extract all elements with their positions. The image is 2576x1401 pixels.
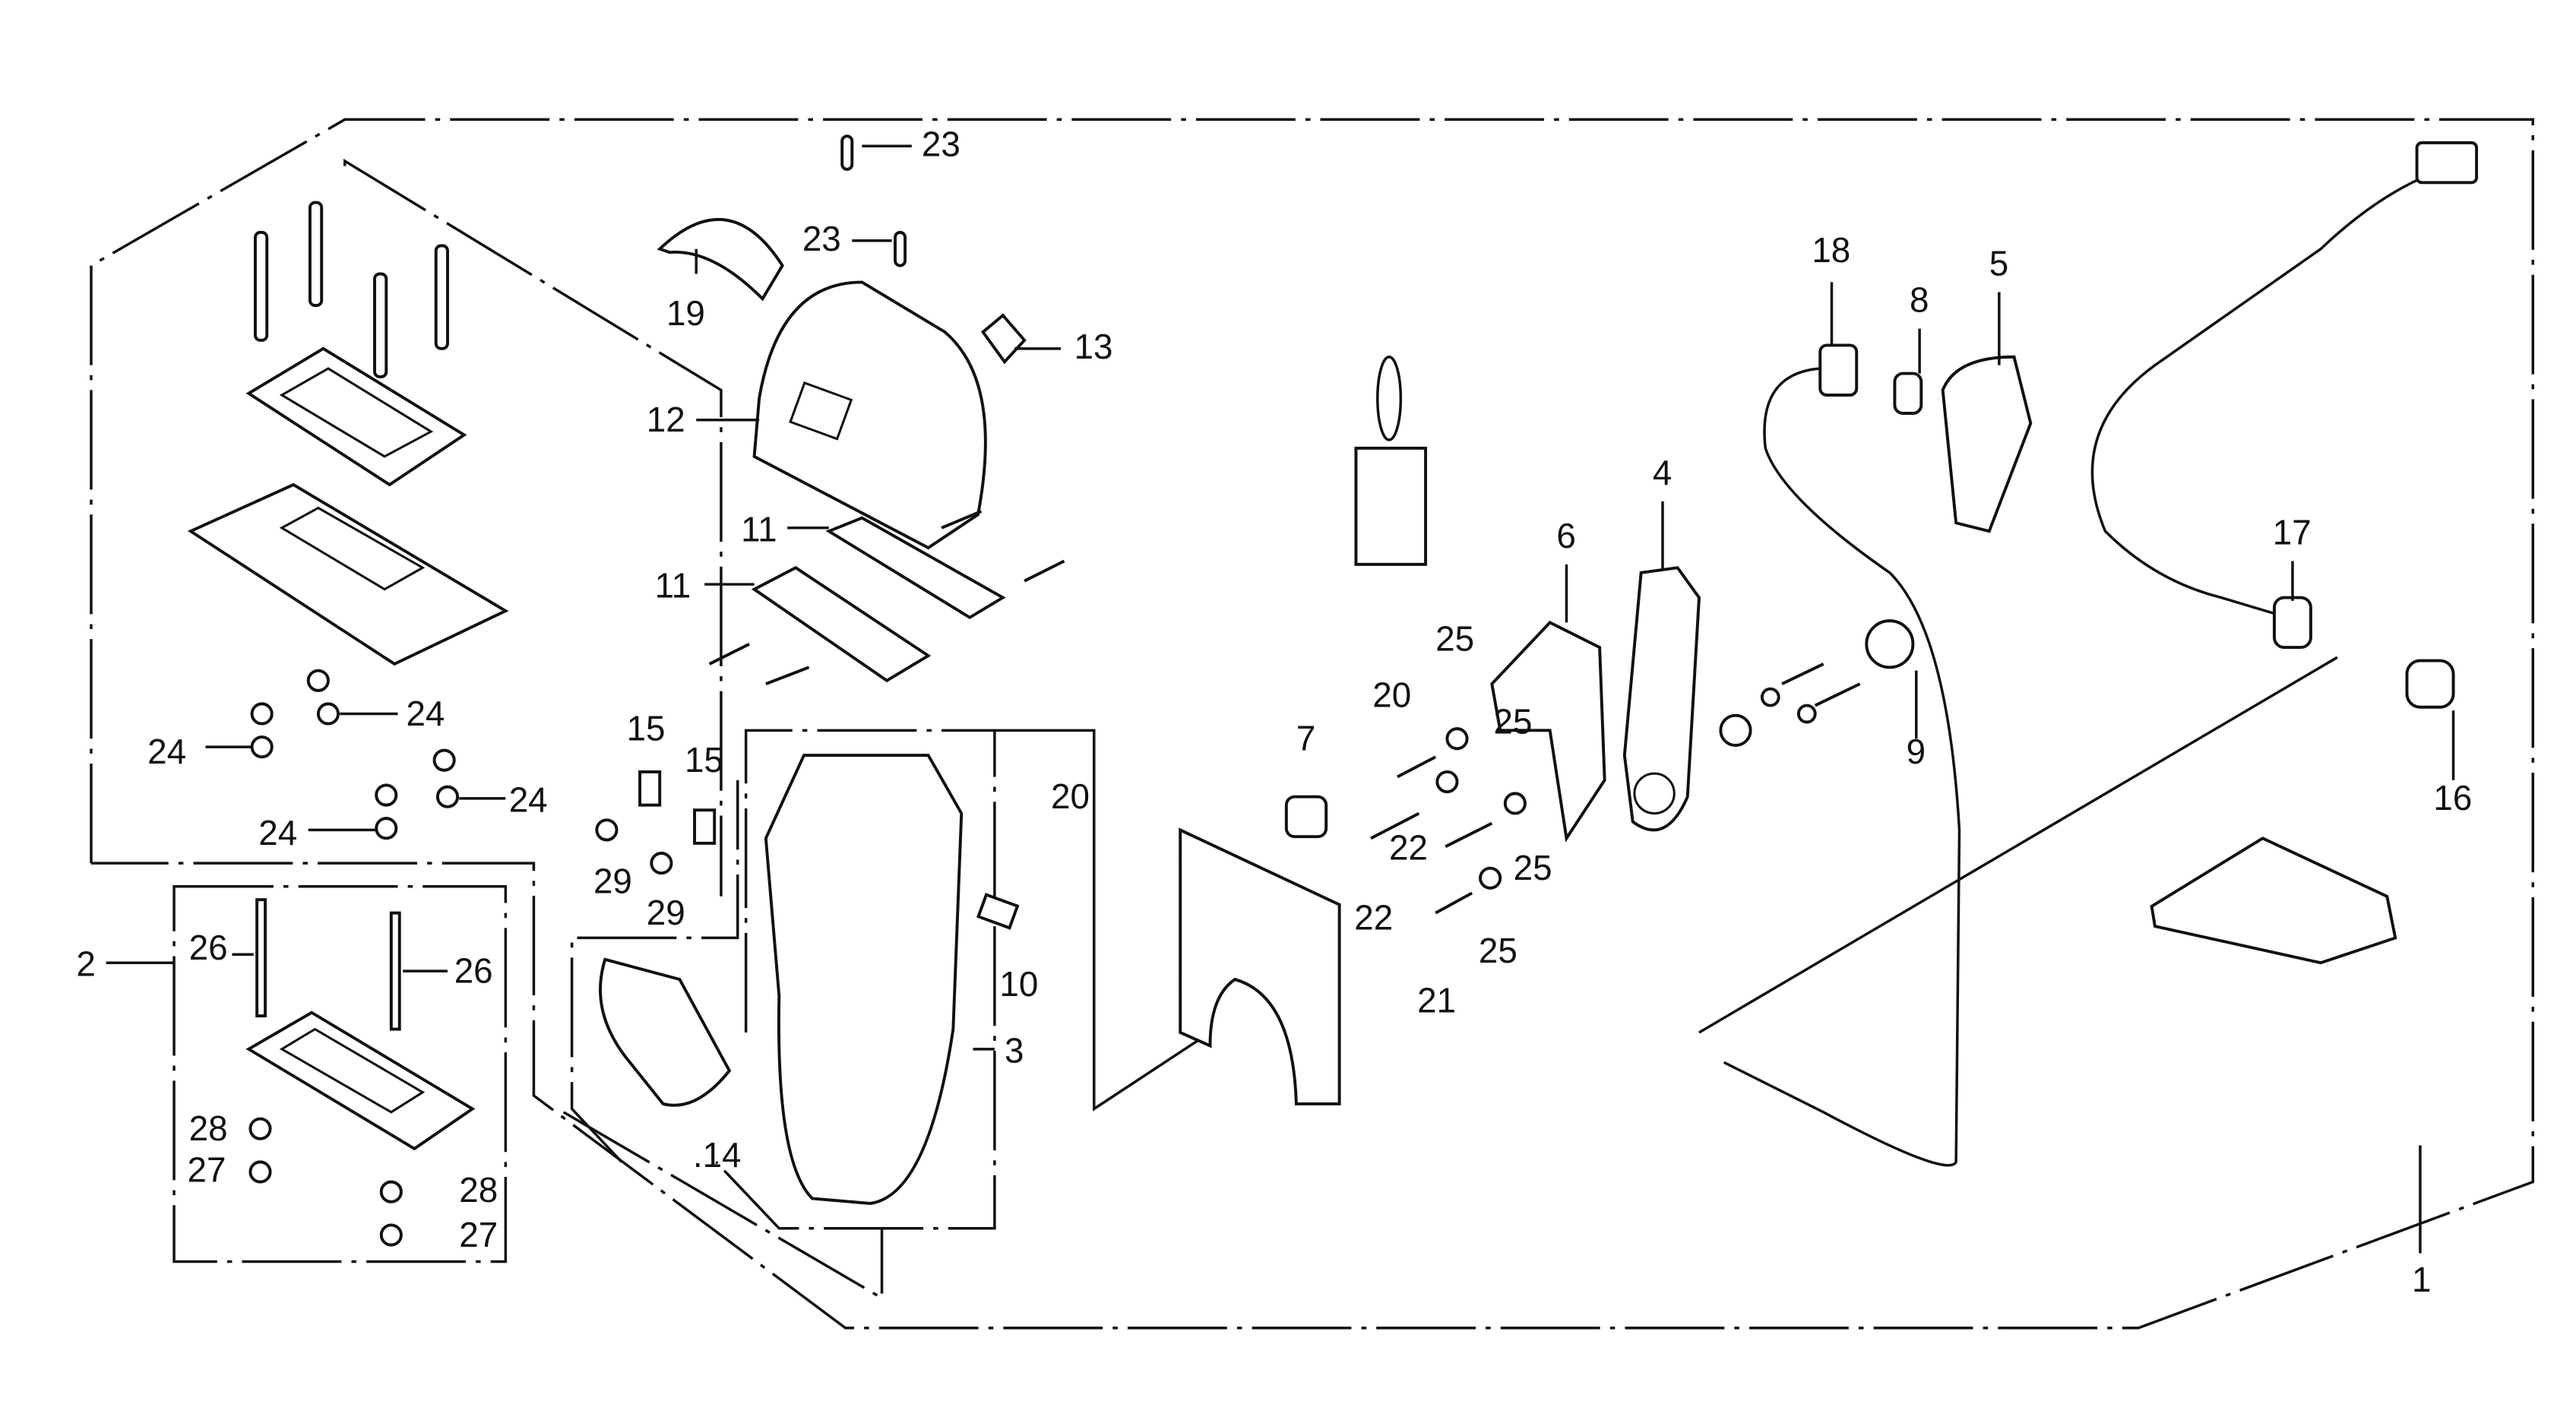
part-2-boundary (172, 884, 508, 1263)
part-15b (693, 808, 717, 845)
part-11-bracket-upper (825, 516, 1006, 620)
callout-22b: 22 (1354, 898, 1393, 937)
screws-11 (708, 510, 1065, 685)
part-17-cable (2090, 164, 2454, 619)
screw-23b (894, 230, 907, 267)
callout-25c: 25 (1514, 849, 1552, 887)
callout-29b: 29 (647, 893, 685, 932)
callout-27a: 27 (188, 1151, 226, 1190)
gasket (187, 482, 509, 666)
flange-window (279, 367, 434, 458)
callout-26b: 26 (454, 951, 493, 990)
part-16-grommet (2405, 659, 2455, 709)
callout-24c: 24 (509, 780, 548, 819)
part-18-cable (1723, 367, 1961, 1167)
callout-10: 10 (999, 965, 1038, 1004)
callout-5: 5 (1989, 245, 2008, 283)
part-5-bracket (1941, 355, 2033, 533)
callout-15b: 15 (685, 741, 723, 780)
part-18-connector (1818, 343, 1859, 397)
part-8-grommet (1893, 372, 1923, 415)
callout-24a: 24 (406, 694, 445, 733)
callout-20b: 20 (1051, 777, 1090, 816)
callout-13: 13 (1074, 327, 1113, 366)
harness-boundary (1698, 656, 2338, 1034)
warning-tag (1354, 446, 1428, 566)
part-3-lever-body (764, 754, 964, 1205)
part-11-bracket-lower (751, 565, 932, 683)
part-9-grommet (1865, 619, 1915, 669)
callout-18: 18 (1812, 231, 1850, 270)
part-6-arm-cover (1490, 620, 1606, 843)
housing-window (789, 381, 853, 441)
nuts-24 (250, 669, 460, 840)
leader-lines (106, 144, 2455, 1051)
callout-19: 19 (666, 294, 705, 333)
callout-14: .14 (693, 1136, 742, 1175)
part-14-cover (599, 957, 732, 1107)
callout-21: 21 (1417, 982, 1456, 1020)
screws-9 (1719, 663, 1861, 747)
callout-1: 1 (2412, 1260, 2431, 1299)
callout-15a: 15 (627, 709, 666, 748)
callout-20a: 20 (1372, 676, 1411, 715)
callout-28b: 28 (459, 1171, 498, 1210)
part-10-clamp (976, 893, 1020, 930)
callout-6: 6 (1556, 517, 1575, 555)
callout-11a: 11 (741, 510, 777, 549)
part-7-grommet (1284, 795, 1328, 839)
callout-3: 3 (1005, 1031, 1024, 1070)
callout-22a: 22 (1389, 829, 1428, 868)
callout-11b: 11 (655, 567, 691, 606)
callout-25d: 25 (1479, 931, 1517, 970)
part-13-clip (980, 313, 1027, 365)
callout-8: 8 (1910, 281, 1929, 320)
bolt-set (253, 201, 449, 378)
part-17-connector (2273, 596, 2312, 650)
callout-27b: 27 (459, 1216, 498, 1254)
tag-string (1376, 355, 1403, 441)
mounting-kit-boundary (343, 158, 723, 897)
screw-23a (840, 134, 854, 171)
part-29a (595, 818, 619, 842)
part-2-spacer (245, 898, 476, 1247)
callout-24d: 24 (258, 814, 297, 852)
callout-7: 7 (1296, 719, 1315, 758)
part-3-boundary (715, 729, 996, 1230)
gasket-window (279, 506, 426, 591)
owners-manual (2150, 836, 2397, 965)
callout-16: 16 (2433, 779, 2472, 818)
callout-labels: 1 2 3 4 5 6 7 8 9 10 11 11 12 13 .14 15 … (76, 125, 2472, 1298)
callout-25a: 25 (1435, 619, 1474, 658)
part-12-housing (752, 280, 987, 550)
small-fasteners (1370, 727, 1527, 915)
assembly-boundary-outline (90, 118, 2535, 1330)
callout-9: 9 (1907, 732, 1926, 771)
callout-23b: 23 (802, 220, 841, 258)
main-connector (2415, 141, 2479, 185)
lever-arm-hub (1633, 772, 1676, 815)
group-lower-boundary (562, 1111, 884, 1301)
part-15a (638, 770, 662, 807)
callout-29a: 29 (593, 862, 632, 900)
callout-26a: 26 (189, 928, 228, 967)
callout-2: 2 (76, 945, 95, 984)
part-29b (650, 852, 673, 875)
plate-gasket (1179, 827, 1341, 1105)
part-4-lever-arm (1622, 566, 1701, 832)
plate-boundary (994, 729, 1211, 1112)
callout-24b: 24 (147, 732, 186, 771)
callout-23a: 23 (922, 125, 960, 163)
callout-25b: 25 (1494, 703, 1533, 742)
callout-4: 4 (1653, 454, 1672, 492)
part-19-cover (657, 217, 784, 302)
callout-17: 17 (2273, 514, 2312, 552)
callout-12: 12 (647, 400, 685, 439)
callout-28a: 28 (189, 1109, 228, 1148)
